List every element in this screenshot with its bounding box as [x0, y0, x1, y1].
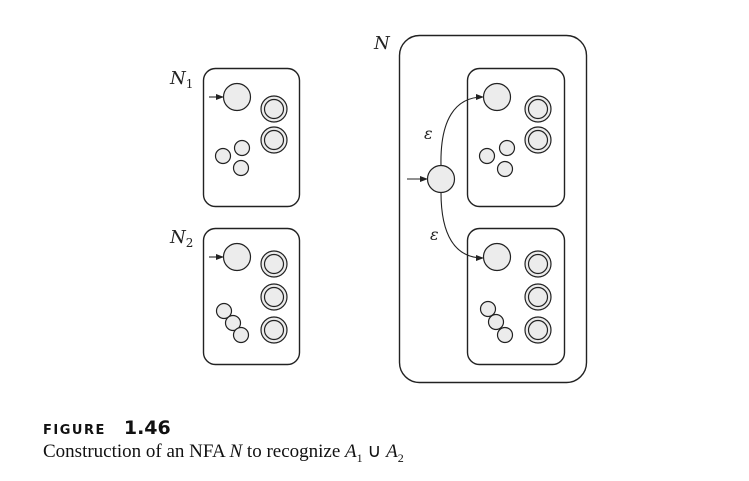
- n1-state: [232, 159, 250, 177]
- epsilon-label-bottom: ε: [430, 225, 439, 244]
- n2-state: [215, 302, 233, 320]
- n-inner-n2-accept-state: [524, 283, 552, 311]
- n2-accept-state: [260, 250, 288, 278]
- n2-state: [232, 326, 250, 344]
- n-inner-n2-state: [496, 326, 514, 344]
- epsilon-label-top: ε: [424, 124, 433, 143]
- n2-accept-state: [260, 316, 288, 344]
- union-symbol: ∪: [362, 441, 387, 462]
- caption-text: Construction of an NFA: [43, 441, 230, 462]
- n-inner-n2-accept-state: [524, 250, 552, 278]
- n2-accept-state: [260, 283, 288, 311]
- epsilon-transition-bottom: [440, 192, 484, 261]
- n2-start-state: [222, 242, 252, 272]
- n-inner-n1-state: [478, 147, 496, 165]
- n-inner-n1-state: [496, 160, 514, 178]
- n-inner-n1-accept-state: [524, 95, 552, 123]
- n1-state: [233, 139, 251, 157]
- figure-caption: Construction of an NFA N to recognize A1…: [43, 440, 404, 466]
- n-inner-n1-accept-state: [524, 126, 552, 154]
- machine-n: N ε ε: [373, 33, 588, 384]
- caption-set-a1: A: [345, 441, 357, 462]
- machine-n2: N2: [169, 227, 301, 366]
- n1-accept-state: [260, 126, 288, 154]
- caption-sub: 1: [356, 450, 363, 465]
- n1-box: [202, 67, 301, 208]
- figure-heading: FIGURE 1.46: [43, 417, 171, 439]
- n-inner-n1: [466, 67, 566, 208]
- caption-text: to recognize: [242, 441, 346, 462]
- figure-word: FIGURE: [43, 423, 106, 438]
- caption-var-n: N: [229, 441, 243, 462]
- n2-state: [224, 314, 242, 332]
- n-inner-n1-start-state: [482, 82, 512, 112]
- figure-number: 1.46: [123, 417, 171, 439]
- n-inner-n2-box: [466, 227, 566, 366]
- n-inner-n2: [466, 227, 566, 366]
- label-n1: N1: [169, 68, 193, 91]
- machine-n1: N1: [169, 67, 301, 208]
- n-inner-n1-state: [498, 139, 516, 157]
- n-new-start-state: [426, 164, 456, 194]
- n1-accept-state: [260, 95, 288, 123]
- n-inner-n1-box: [466, 67, 566, 208]
- epsilon-transition-top: [440, 94, 484, 166]
- n1-start-state: [222, 82, 252, 112]
- nfa-union-diagram: N1 N2 N ε ε: [169, 33, 588, 384]
- n-outer-box: [398, 34, 588, 384]
- label-n2: N2: [169, 227, 193, 250]
- n2-box: [202, 227, 301, 366]
- n-inner-n2-accept-state: [524, 316, 552, 344]
- caption-sub: 2: [397, 450, 404, 465]
- n-inner-n2-start-state: [482, 242, 512, 272]
- n-inner-n2-state: [487, 313, 505, 331]
- caption-set-a2: A: [386, 441, 398, 462]
- n1-state: [214, 147, 232, 165]
- n-inner-n2-state: [479, 300, 497, 318]
- label-n: N: [373, 33, 391, 54]
